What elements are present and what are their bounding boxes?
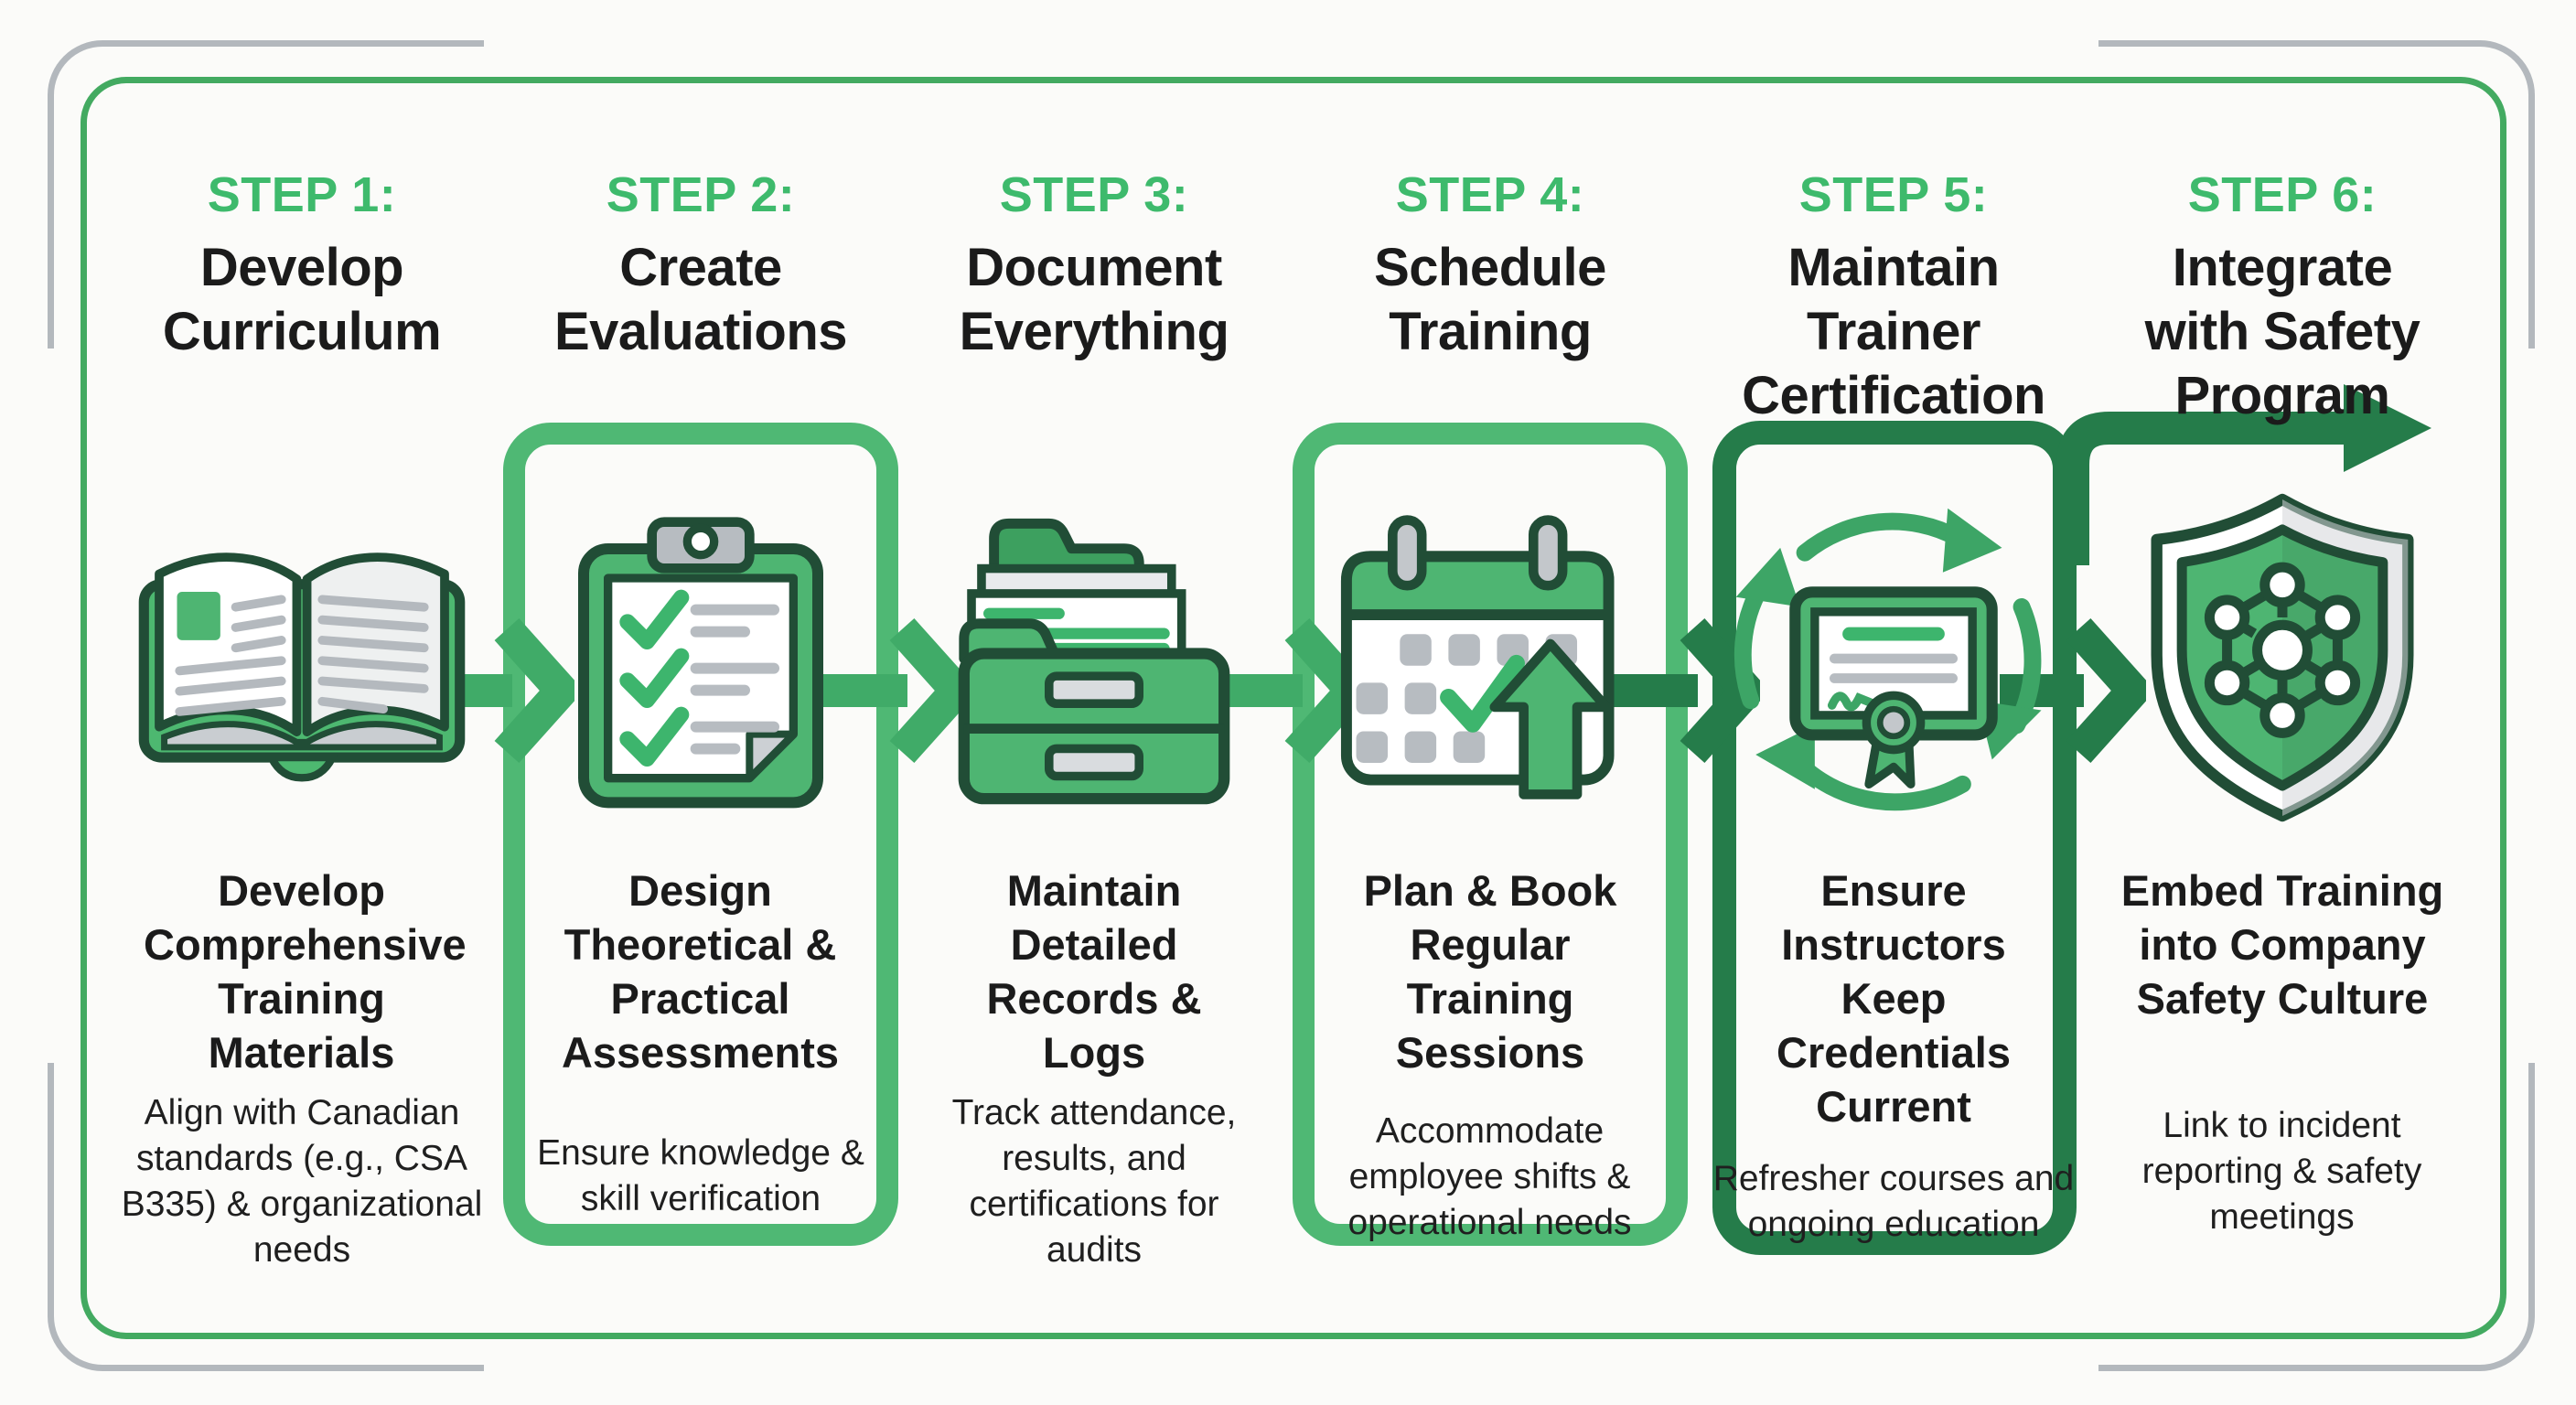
shield-network-icon	[2151, 493, 2414, 822]
step-3-subtitle: Maintain Detailed Records & Logs	[986, 866, 1202, 1077]
step-2-subtitle: Design Theoretical & Practical Assessmen…	[561, 866, 840, 1077]
step-6-subtitle: Embed Training into Company Safety Cultu…	[2120, 866, 2444, 1023]
step-3-description: Track attendance, results, and certifica…	[951, 1093, 1237, 1270]
corner-bracket-top-left	[48, 40, 484, 349]
step-6-label: STEP 6:	[2187, 167, 2377, 222]
outer-frame	[80, 77, 2506, 1339]
step-2-title: Create Evaluations	[553, 238, 848, 361]
step-2-flow-box	[503, 423, 898, 1246]
corner-bracket-top-right	[2098, 40, 2535, 349]
corner-bracket-bottom-left	[48, 1063, 484, 1371]
clipboard-checklist-icon	[578, 517, 823, 809]
calendar-checkmark-icon	[1340, 515, 1615, 799]
step-6-title: Integrate with Safety Program	[2144, 238, 2420, 425]
step-4-title: Schedule Training	[1374, 238, 1606, 361]
step-1-title: Develop Curriculum	[162, 238, 442, 361]
step-2-column: STEP 2: Create Evaluations Design Theore…	[499, 77, 902, 1348]
step-1-column: STEP 1: Develop Curriculum Develop Compr…	[101, 77, 503, 1348]
step-1-label: STEP 1:	[207, 167, 397, 222]
step-4-flow-box	[1293, 423, 1688, 1246]
step-1-subtitle: Develop Comprehensive Training Materials	[144, 866, 467, 1077]
flow-arrow-2-3-icon	[823, 617, 970, 764]
step-4-subtitle: Plan & Book Regular Training Sessions	[1363, 866, 1617, 1077]
corner-bracket-bottom-right	[2098, 1063, 2535, 1371]
open-book-icon	[138, 552, 466, 782]
step-6-description: Link to incident reporting & safety meet…	[2141, 1106, 2422, 1237]
step-1-description: Align with Canadian standards (e.g., CSA…	[121, 1093, 483, 1270]
step-5-column: STEP 5: Maintain Trainer Certification	[1692, 77, 2095, 1348]
step-5-title: Maintain Trainer Certification	[1742, 238, 2045, 425]
exit-arrow-icon	[2056, 384, 2431, 565]
step-3-column: STEP 3: Document Everything Maintain Det…	[893, 77, 1295, 1348]
flow-arrow-5-6-icon	[2000, 617, 2146, 764]
step-2-description: Ensure knowledge & skill verification	[537, 1133, 864, 1218]
step-6-column: STEP 6: Integrate with Safety Program Em…	[2081, 77, 2484, 1348]
step-4-column: STEP 4: Schedule Training Plan & Book Re…	[1289, 77, 1691, 1348]
step-4-description: Accommodate employee shifts & operationa…	[1347, 1111, 1632, 1242]
step-5-label: STEP 5:	[1798, 167, 1989, 222]
step-5-subtitle: Ensure Instructors Keep Credentials Curr…	[1776, 866, 2011, 1131]
step-3-label: STEP 3:	[999, 167, 1189, 222]
step-3-title: Document Everything	[959, 238, 1229, 361]
step-2-label: STEP 2:	[606, 167, 796, 222]
certificate-renewal-icon	[1733, 508, 2042, 811]
step-4-label: STEP 4:	[1395, 167, 1585, 222]
step-5-description: Refresher courses and ongoing education	[1712, 1159, 2075, 1244]
file-cabinet-icon	[958, 518, 1230, 805]
